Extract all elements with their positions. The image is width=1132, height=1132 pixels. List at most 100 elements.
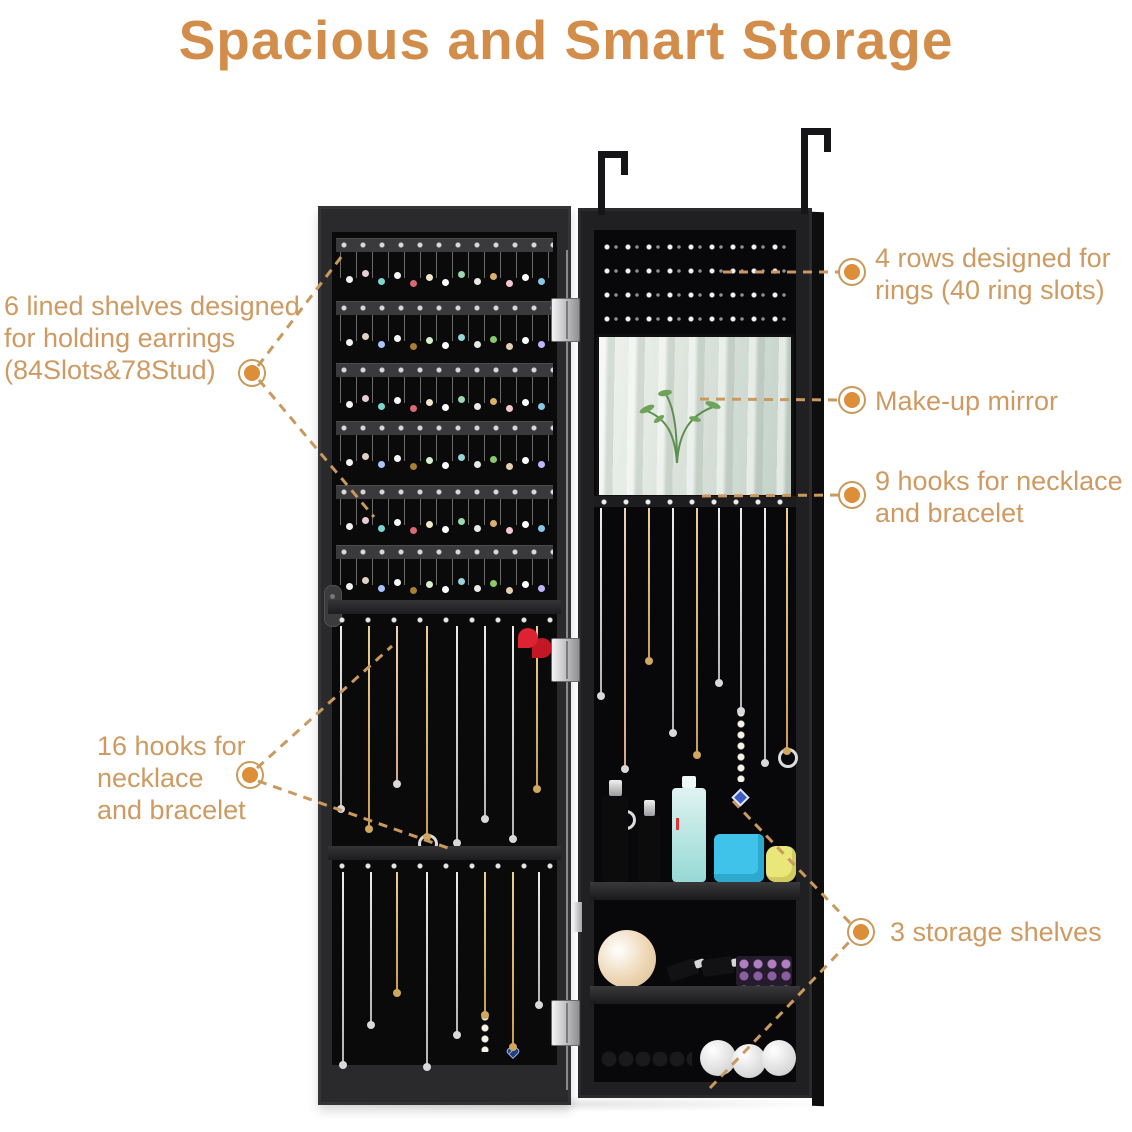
necklace-chain: [481, 626, 489, 823]
necklace-hook-section: [594, 508, 798, 830]
marker-ring: [838, 258, 866, 286]
marker-dot-rings: [844, 264, 860, 280]
earring-row: [336, 238, 553, 296]
marker-ring: [838, 481, 866, 509]
cosmetic-bottle: [602, 780, 628, 882]
door-interior: [324, 232, 561, 1071]
heart-pendant: [506, 1048, 520, 1061]
necklace-chain: [535, 872, 543, 1009]
earrings: [336, 499, 553, 543]
necklace-chain: [339, 872, 347, 1069]
lipstick: [666, 957, 700, 983]
ring-row: [600, 288, 790, 302]
earrings: [336, 559, 553, 603]
necklace-hook-section: [332, 626, 557, 854]
lipstick: [700, 955, 736, 978]
necklace-hook-section: [332, 872, 557, 1071]
powder-compact: [598, 930, 656, 988]
earring-slot-bar: [336, 238, 553, 252]
hinge: [551, 638, 580, 682]
cream-jar: [762, 1040, 796, 1076]
earring-row: [336, 545, 553, 603]
cabinet-body-panel: [573, 208, 824, 1107]
necklace-chain: [778, 508, 798, 768]
pendant: [778, 748, 798, 768]
storage-shelf: [590, 882, 800, 900]
necklace-chain: [533, 626, 541, 793]
necklace-chain: [597, 508, 605, 700]
earrings: [336, 435, 553, 479]
necklace-chain: [731, 508, 750, 807]
earring-row: [336, 301, 553, 359]
necklace-chain: [337, 626, 345, 813]
earrings: [336, 252, 553, 296]
marker-dot-shelves: [853, 924, 869, 940]
callout-ring-rows: 4 rows designed for rings (40 ring slots…: [875, 243, 1111, 305]
marker-dot-hooks9: [844, 487, 860, 503]
earring-slot-bar: [336, 545, 553, 559]
marker-ring: [838, 386, 866, 414]
cosmetic-bottle-cyan: [672, 776, 706, 882]
necklace-chain: [418, 626, 438, 854]
hinge: [551, 298, 580, 342]
makeup-mirror: [596, 334, 794, 498]
necklace-chain: [365, 626, 373, 833]
red-flower-earrings: [518, 628, 538, 648]
earring-slot-bar: [336, 363, 553, 377]
earring-row: [336, 485, 553, 543]
cabinet-door-panel: [318, 206, 571, 1105]
ring-row: [600, 240, 790, 254]
callout-storage-shelves: 3 storage shelves: [890, 917, 1102, 947]
necklace-chain: [715, 508, 723, 687]
hook-bar: [594, 496, 796, 507]
hook-strip: [334, 615, 555, 625]
necklace-chain: [693, 508, 701, 759]
necklace-chain: [481, 872, 489, 1052]
pearl-strand: [737, 708, 745, 782]
necklace-chain: [645, 508, 653, 665]
ring-row: [600, 312, 790, 326]
plant-reflection: [639, 389, 721, 464]
necklace-chain: [669, 508, 677, 737]
over-door-hook: [801, 128, 831, 214]
necklace-chain: [453, 626, 461, 847]
marker-dot-mirror: [844, 392, 860, 408]
earring-slot-bar: [336, 301, 553, 315]
beaded-bracelet: [600, 1048, 692, 1070]
necklace-chain: [423, 872, 431, 1071]
eyeshadow-palette: [736, 956, 792, 986]
earring-slot-bar: [336, 421, 553, 435]
necklace-chain: [393, 872, 401, 997]
earrings: [336, 377, 553, 421]
necklace-chain: [509, 626, 517, 843]
hinge: [551, 1000, 580, 1046]
necklace-chain: [453, 872, 461, 1039]
necklace-chain: [393, 626, 401, 788]
cream-jar: [700, 1040, 736, 1076]
shelf-divider: [328, 846, 561, 860]
hook-strip: [334, 861, 555, 871]
cabinet-side-face: [812, 211, 824, 1107]
callout-hooks-16: 16 hooks for necklace and bracelet: [97, 731, 246, 825]
floor-shadow: [310, 1096, 840, 1112]
callout-earring-shelves: 6 lined shelves designed for holding ear…: [4, 291, 300, 385]
earring-row: [336, 363, 553, 421]
cream-jar: [732, 1044, 766, 1078]
callout-hooks-9: 9 hooks for necklace and bracelet: [875, 466, 1123, 528]
cabinet-interior: [590, 230, 800, 1082]
earring-row: [336, 421, 553, 479]
compact-yellow: [766, 846, 796, 882]
necklace-chain: [367, 872, 375, 1029]
necklace-chain: [761, 508, 769, 767]
callout-makeup-mirror: Make-up mirror: [875, 386, 1059, 416]
blue-pendant: [731, 788, 750, 807]
necklace-chain: [509, 872, 517, 1051]
ring-row: [600, 264, 790, 278]
necklace-chain: [616, 508, 636, 830]
marker-ring: [847, 918, 875, 946]
earring-slot-bar: [336, 485, 553, 499]
cosmetic-bottle: [638, 800, 660, 882]
door-latch: [573, 902, 582, 932]
page-title: Spacious and Smart Storage: [178, 9, 954, 71]
